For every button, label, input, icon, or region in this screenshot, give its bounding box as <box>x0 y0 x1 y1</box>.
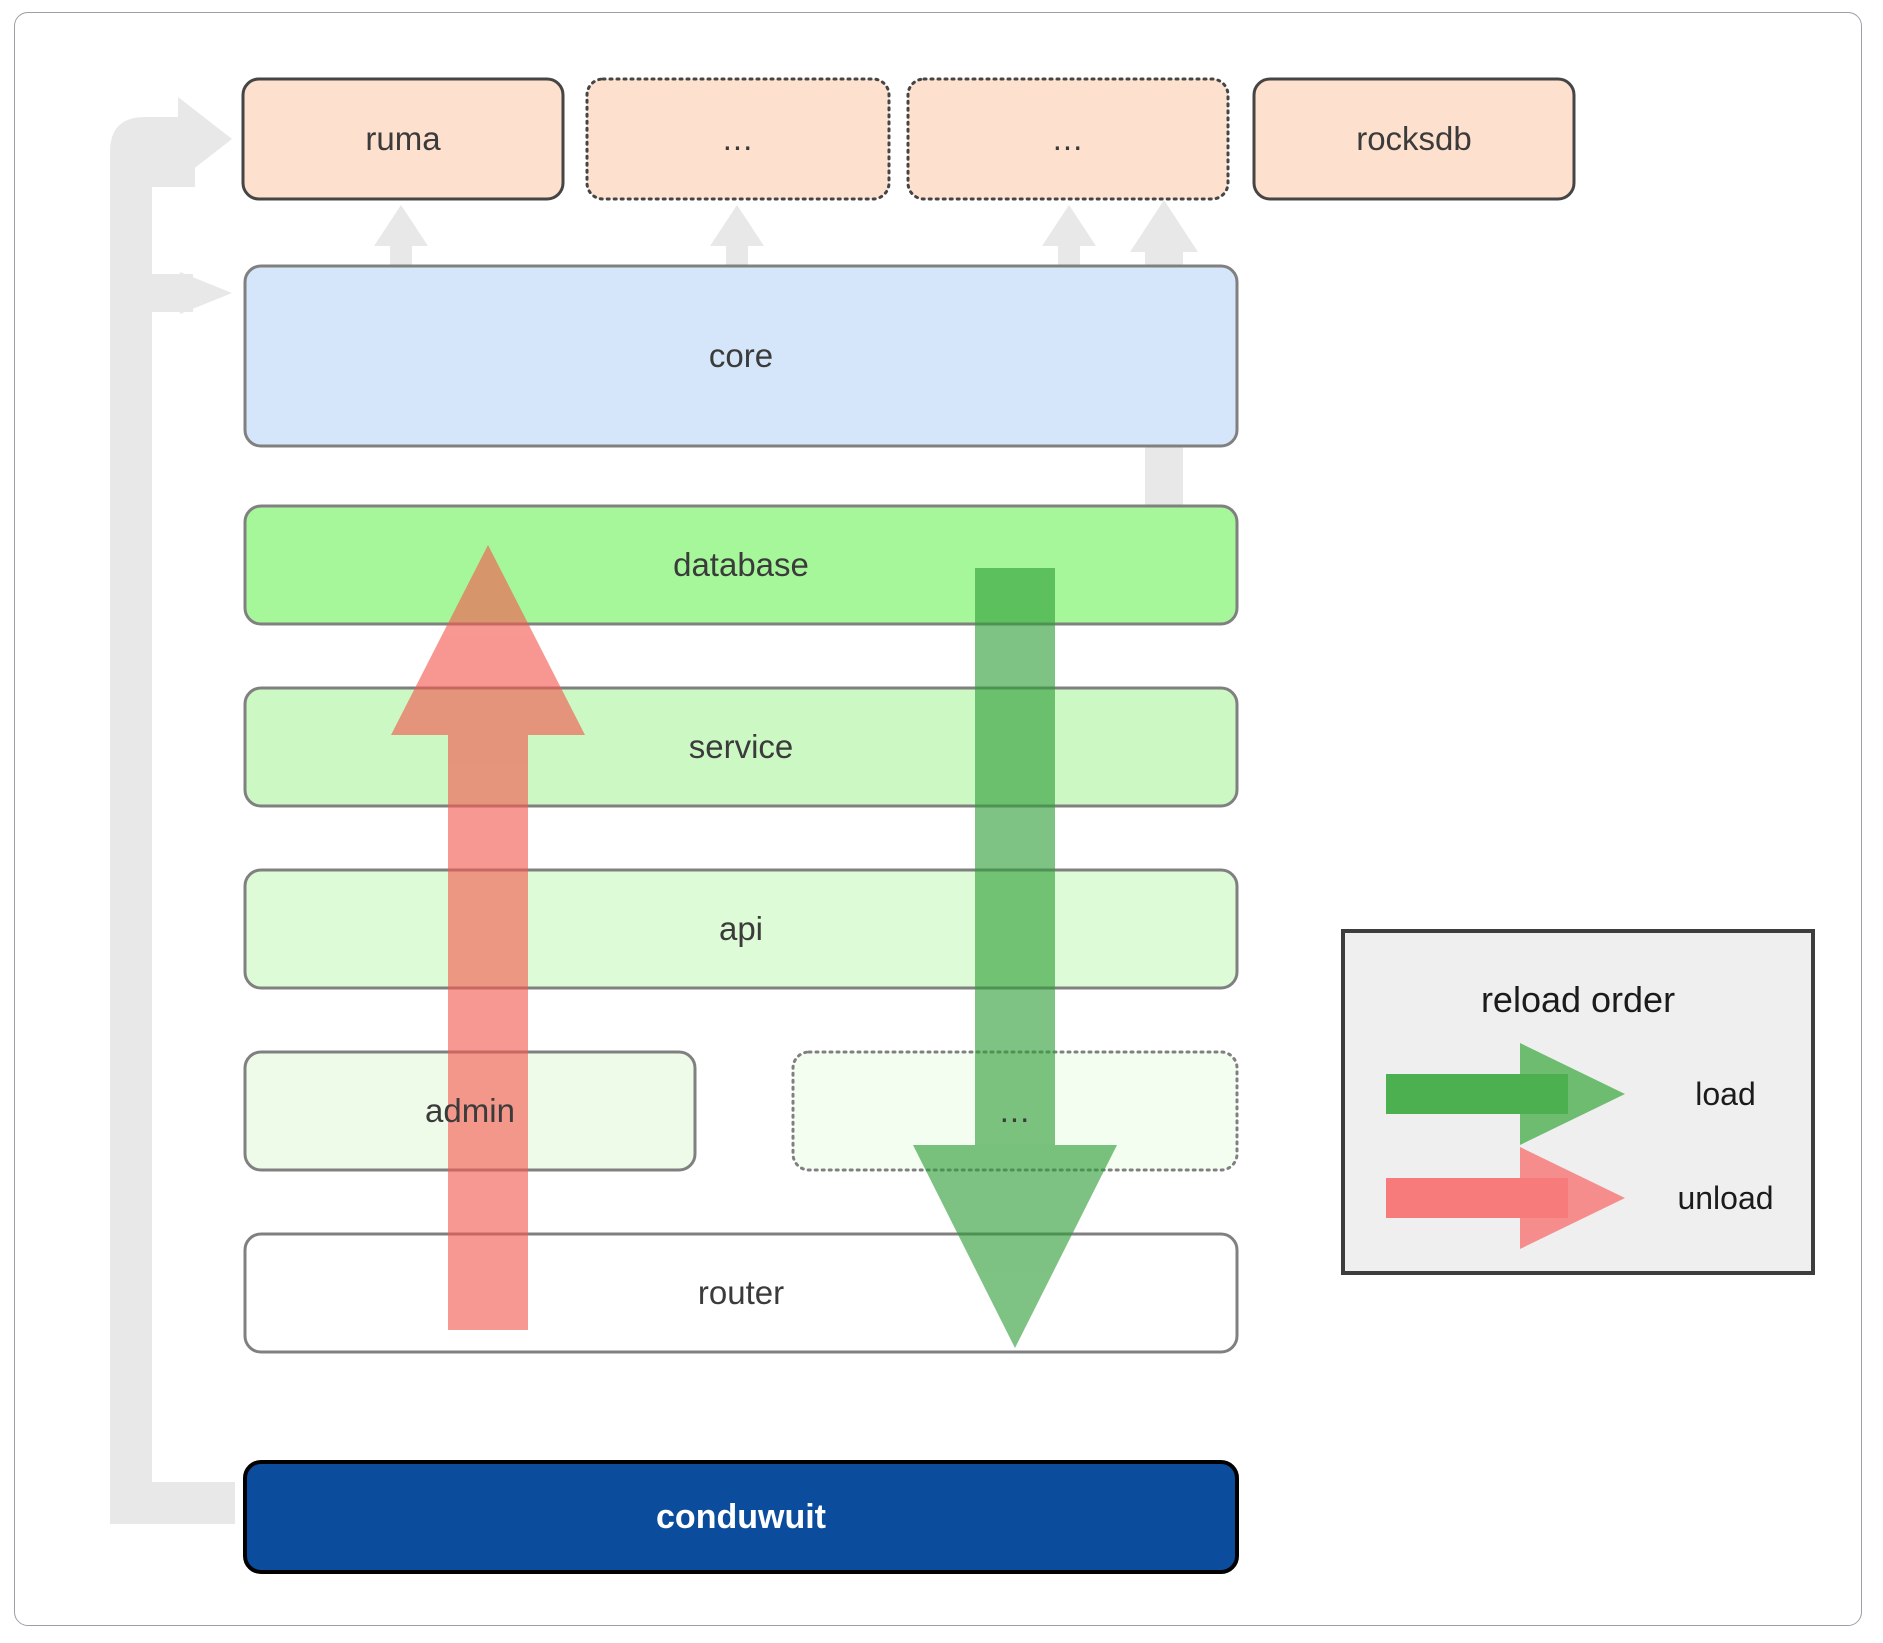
dep-arrow-ruma-head <box>374 205 428 246</box>
box-dots-2[interactable] <box>906 77 1230 201</box>
load-flow-arrow <box>913 568 1117 1348</box>
dep-arrow-dots1-head <box>710 205 764 246</box>
connector-rocksdb-arrowhead <box>1130 200 1198 252</box>
box-ruma[interactable] <box>241 77 565 201</box>
box-conduwuit[interactable] <box>243 1460 1239 1574</box>
connector-core-arrowhead <box>180 272 232 314</box>
dep-arrow-dots2-head <box>1042 205 1096 246</box>
connector-vertical-trunk <box>110 152 152 1515</box>
connector-ruma-arrowhead <box>178 97 232 181</box>
legend-swatch-unload <box>1386 1147 1625 1249</box>
legend-swatch-load <box>1386 1043 1625 1145</box>
box-core[interactable] <box>243 264 1239 448</box>
box-rocksdb[interactable] <box>1252 77 1576 201</box>
connector-bottom-stub <box>110 1482 235 1524</box>
box-dots-1[interactable] <box>585 77 891 201</box>
unload-flow-arrow <box>391 545 585 1330</box>
